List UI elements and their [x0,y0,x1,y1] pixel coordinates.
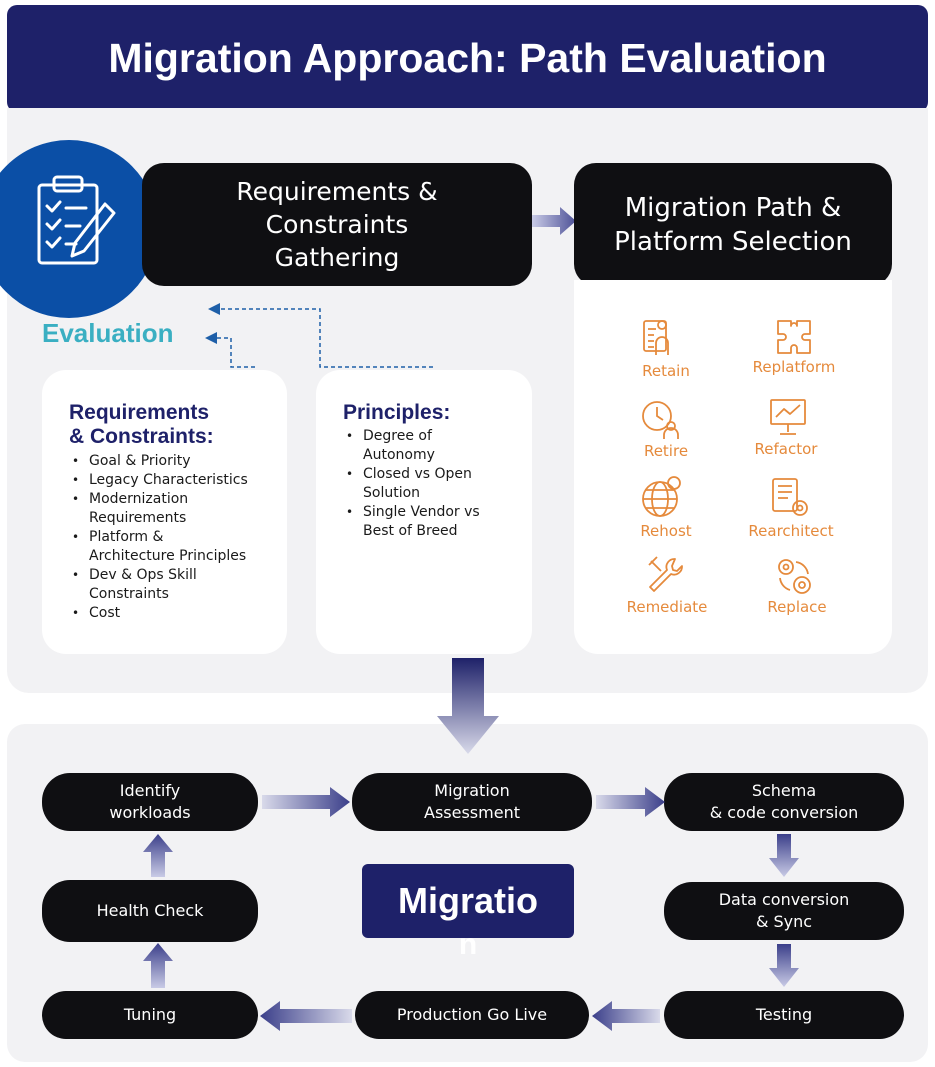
list-item: Cost [69,604,279,623]
evaluation-label: Evaluation [42,318,174,348]
list-item: Goal & Priority [69,452,279,471]
arrow-right-top [532,207,576,235]
migration-options-card [574,280,892,654]
option-label-retire: Retire [643,442,689,460]
migration-center-label: Migratio [362,864,574,938]
option-label-replatform: Replatform [752,358,836,376]
migration-center-overflow: n [458,928,478,961]
step-data-conversion-sync: Data conversion& Sync [664,882,904,940]
requirements-box-line: Gathering [274,243,400,272]
migration-path-line: Migration Path & [624,192,842,223]
evaluation-connectors [205,303,433,368]
arrow-down-main [437,658,499,754]
requirements-heading: Requirements [69,401,210,424]
requirements-gathering-box: Requirements & Constraints Gathering [142,163,532,286]
retire-icon [642,401,679,439]
option-label-refactor: Refactor [754,440,818,458]
step-health-check: Health Check [42,880,258,942]
requirements-box-line: Constraints [265,210,409,239]
option-label-retain: Retain [642,362,690,380]
clipboard-badge [0,140,158,318]
migration-path-box: Migration Path & Platform Selection [574,163,892,286]
migration-path-line: Platform Selection [614,226,852,257]
principles-heading: Principles: [343,401,451,424]
list-item: Platform &Architecture Principles [69,528,279,566]
step-testing: Testing [664,991,904,1039]
requirements-card: Requirements & Constraints: Goal & Prior… [42,370,287,654]
clipboard-checklist-icon [37,175,116,265]
requirements-heading: & Constraints: [69,425,214,448]
step-schema-code-conversion: Schema& code conversion [664,773,904,831]
remediate-icon [648,556,683,592]
retain-icon [643,320,669,355]
option-label-rehost: Rehost [640,522,692,540]
rehost-icon [642,476,681,517]
step-tuning: Tuning [42,991,258,1039]
page-title: Migration Approach: Path Evaluation [7,5,928,112]
option-label-replace: Replace [767,598,827,616]
step-production-go-live: Production Go Live [355,991,589,1039]
replatform-icon [777,320,811,354]
rearchitect-icon [772,478,808,516]
option-label-rearchitect: Rearchitect [748,522,834,540]
refactor-icon [770,399,806,435]
replace-icon [778,559,811,594]
option-label-remediate: Remediate [626,598,708,616]
requirements-box-line: Requirements & [236,177,438,206]
list-item: Legacy Characteristics [69,471,279,490]
